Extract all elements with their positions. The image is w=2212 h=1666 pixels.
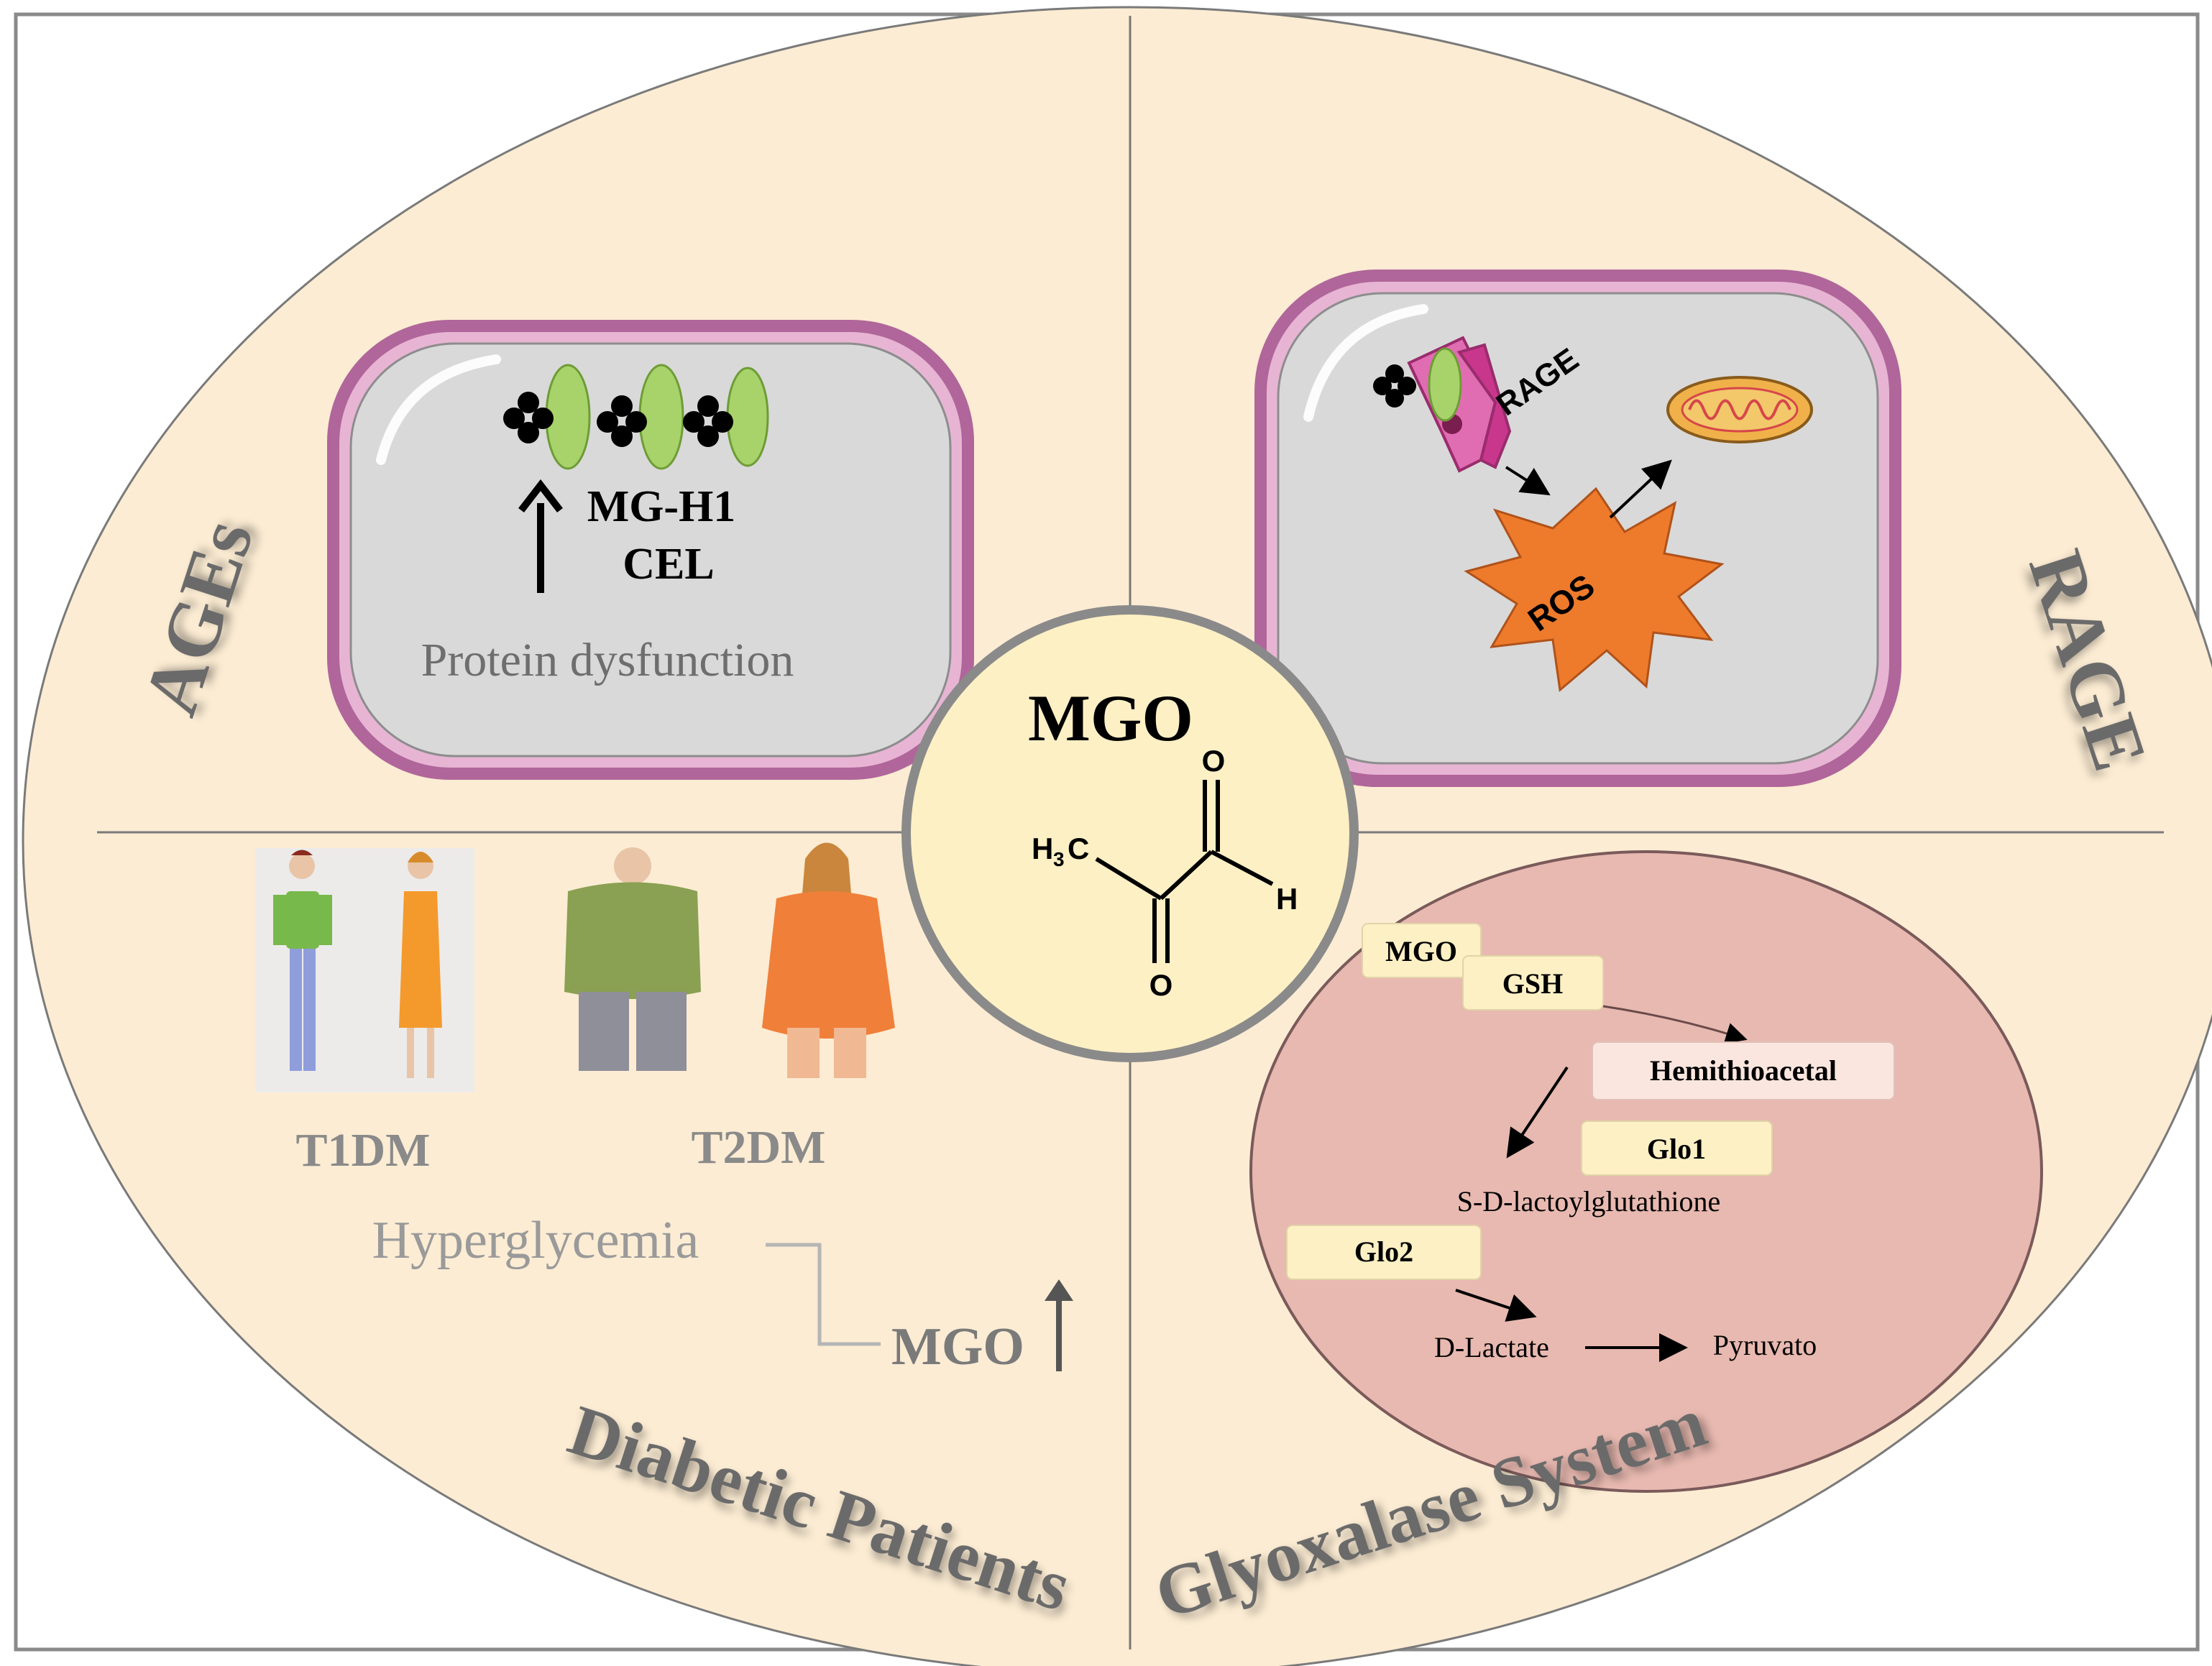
- lactoyl-label: S-D-lactoylglutathione: [1457, 1185, 1721, 1218]
- mgo-increase-label: MGO: [891, 1317, 1024, 1376]
- t2dm-illustration: [564, 842, 895, 1078]
- pyruvate-label: Pyruvato: [1713, 1329, 1817, 1361]
- arrow-to-hemithioacetal: [1602, 1005, 1748, 1044]
- dlactate-label: D-Lactate: [1434, 1331, 1549, 1363]
- arrow-to-lactoyl: [1506, 1066, 1569, 1159]
- ages-marker-mgh1: MG-H1: [587, 482, 736, 531]
- arrow-to-ros: [1505, 466, 1551, 496]
- ages-cell: [327, 320, 974, 780]
- arrow-to-dlactate: [1455, 1289, 1537, 1322]
- mgo-box: MGO: [1362, 923, 1482, 978]
- center-circle: [911, 615, 1349, 1053]
- t1dm-illustration: [255, 848, 474, 1092]
- t2dm-label: T2DM: [692, 1121, 826, 1174]
- arrow-to-mitochondria: [1609, 459, 1672, 519]
- mgo-title: MGO: [1028, 681, 1193, 755]
- glo2-label: Glo2: [1354, 1235, 1413, 1268]
- hemithioacetal-box: Hemithioacetal: [1592, 1041, 1895, 1100]
- glyoxalase-mgo-label: MGO: [1385, 935, 1457, 967]
- oxygen-top-label: O: [1202, 744, 1226, 778]
- mitochondria-icon: [1666, 376, 1813, 443]
- glo1-label: Glo1: [1647, 1133, 1706, 1165]
- protein-2: [597, 364, 684, 470]
- mgo-structure: [1095, 780, 1274, 963]
- mgo-increase-arrow-icon: [1045, 1279, 1073, 1371]
- protein-adducts: [503, 364, 769, 470]
- methyl-h-label: H: [1032, 832, 1053, 865]
- gsh-box: GSH: [1462, 955, 1604, 1011]
- methyl-subscript-label: 3: [1053, 848, 1065, 870]
- t1dm-label: T1DM: [296, 1124, 431, 1177]
- glyoxalase-gsh-label: GSH: [1502, 967, 1563, 1000]
- hyperglycemia-label: Hyperglycemia: [372, 1211, 699, 1270]
- hyperglycemia-connector: [766, 1243, 881, 1346]
- oval-outline: [22, 6, 2212, 1666]
- methyl-c-label: C: [1068, 832, 1089, 865]
- hemithioacetal-label: Hemithioacetal: [1650, 1054, 1837, 1087]
- ros-burst-icon: [1464, 487, 1725, 692]
- ages-effect-label: Protein dysfunction: [421, 634, 794, 686]
- protein-1: [503, 364, 591, 470]
- rage-receptor-icon: [1373, 336, 1512, 473]
- glo1-box: Glo1: [1581, 1120, 1773, 1176]
- oxygen-bottom-label: O: [1149, 968, 1173, 1002]
- increase-arrow-icon: [518, 479, 563, 593]
- protein-3: [683, 367, 769, 467]
- aldehyde-h-label: H: [1276, 882, 1298, 916]
- ages-marker-cel: CEL: [623, 540, 714, 589]
- glo2-box: Glo2: [1286, 1225, 1482, 1280]
